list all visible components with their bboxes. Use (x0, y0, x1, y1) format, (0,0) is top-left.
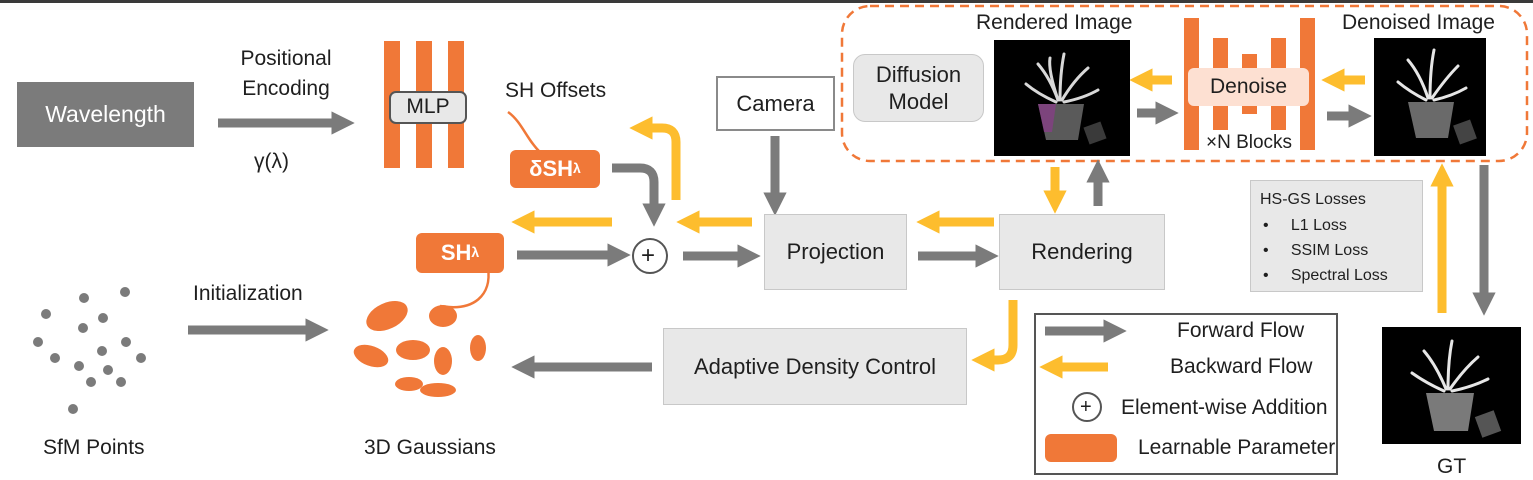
mlp-to-delta-sh-link (507, 110, 541, 153)
denoised-image-label: Denoised Image (1342, 11, 1495, 34)
adaptive-density-control-box: Adaptive Density Control (663, 328, 967, 405)
rendered-image-label: Rendered Image (976, 11, 1133, 34)
gaussians-shapes (353, 300, 486, 397)
denoised-image (1374, 38, 1486, 156)
gt-image (1382, 327, 1521, 444)
diffusion-model-box: Diffusion Model (853, 54, 984, 122)
legend-learnable-label: Learnable Parameter (1138, 436, 1336, 459)
mlp-box: MLP (389, 91, 467, 124)
camera-box: Camera (716, 76, 835, 131)
gamma-lambda-label: γ(λ) (254, 150, 289, 173)
loss-item-3: • Spectral Loss (1263, 267, 1388, 284)
top-border (0, 0, 1533, 3)
legend-plus-symbol: + (1080, 396, 1092, 418)
sfm-points-label: SfM Points (43, 436, 145, 459)
loss-item-1: • L1 Loss (1263, 217, 1347, 234)
diffusion-region (840, 4, 1529, 163)
legend-learnable-swatch (1045, 434, 1117, 462)
rendered-image (994, 40, 1130, 156)
wavelength-box: Wavelength (17, 82, 194, 147)
legend-forward-label: Forward Flow (1177, 319, 1305, 342)
sfm-points (33, 287, 146, 414)
gt-plant-picture (1410, 339, 1502, 438)
losses-title: HS-GS Losses (1260, 191, 1366, 208)
gt-label: GT (1437, 455, 1467, 478)
positional-encoding-label: Positional Encoding (240, 47, 332, 101)
legend-backward-label: Backward Flow (1170, 355, 1313, 378)
arrow-back-rendering-to-adc (971, 300, 1018, 372)
sh-offsets-label: SH Offsets (505, 79, 607, 102)
rendering-box: Rendering (999, 214, 1165, 290)
plus-symbol: + (641, 242, 656, 269)
rendered-plant-picture (1024, 52, 1107, 145)
legend-plus-circle (1072, 392, 1102, 422)
legend-box (1034, 313, 1338, 475)
sh-to-gaussians-link (439, 267, 490, 309)
arrow-back-delta-sh (629, 116, 681, 200)
plus-circle (632, 238, 668, 274)
losses-box: HS-GS Losses • L1 Loss • SSIM Loss • Spe… (1250, 180, 1423, 292)
denoise-box: Denoise (1188, 68, 1309, 106)
loss-item-2: • SSIM Loss (1263, 242, 1369, 259)
legend-addition-label: Element-wise Addition (1121, 396, 1328, 419)
denoised-plant-picture (1396, 48, 1477, 145)
initialization-label: Initialization (193, 282, 303, 305)
projection-box: Projection (764, 214, 907, 290)
arrow-delta-sh-to-plus (612, 163, 666, 227)
gaussians-label: 3D Gaussians (364, 436, 496, 459)
n-blocks-label: ×N Blocks (1206, 132, 1293, 153)
